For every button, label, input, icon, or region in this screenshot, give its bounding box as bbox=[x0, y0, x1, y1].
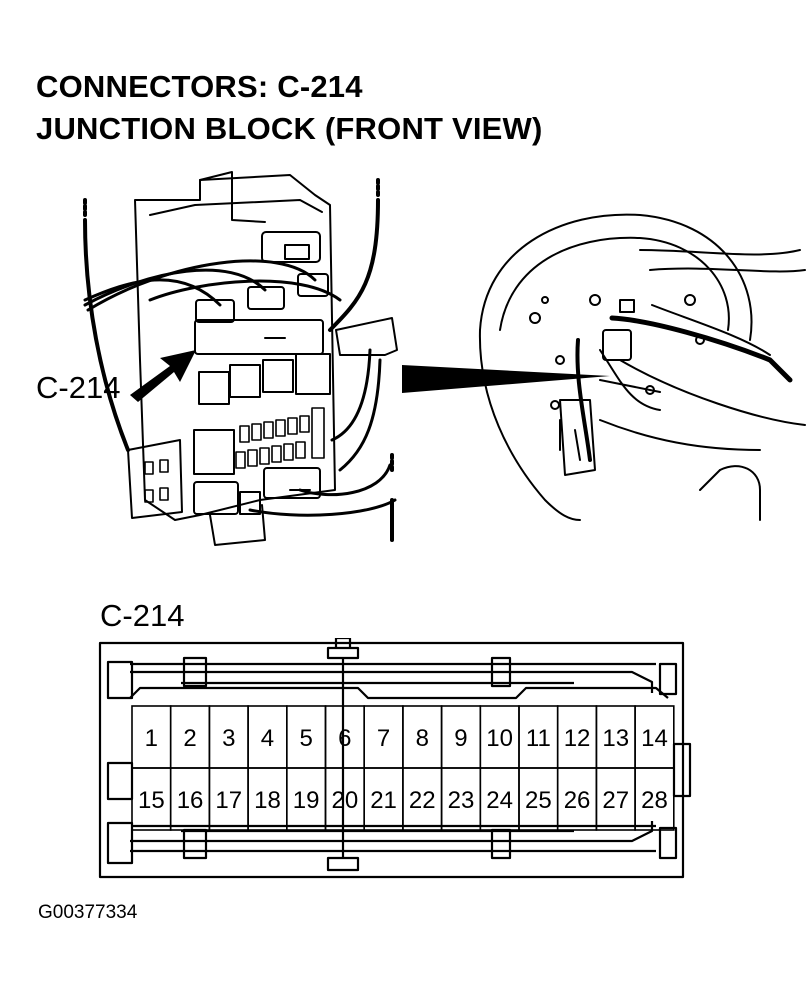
pin-number-21: 21 bbox=[370, 787, 397, 814]
wire-harness-left bbox=[83, 218, 130, 452]
junction-block-top-ridge bbox=[149, 199, 323, 216]
upper-connector-2 bbox=[247, 286, 285, 310]
junction-block-illustration bbox=[83, 171, 806, 546]
pin-cavity-28 bbox=[634, 767, 675, 831]
title-line-connectors: CONNECTORS: C-214 bbox=[36, 69, 363, 104]
wire-harness-right bbox=[328, 198, 380, 332]
relay-1 bbox=[198, 371, 230, 405]
side-plug bbox=[335, 317, 398, 356]
steering-column-bracket bbox=[602, 329, 632, 361]
pin-number-8: 8 bbox=[416, 725, 429, 752]
pin-number-28: 28 bbox=[641, 787, 668, 814]
pin-number-26: 26 bbox=[564, 787, 591, 814]
pin-number-11: 11 bbox=[526, 725, 551, 752]
diagram-title: CONNECTORS: C-214 JUNCTION BLOCK (FRONT … bbox=[36, 66, 543, 150]
fuse-array bbox=[235, 407, 325, 469]
pin-number-27: 27 bbox=[602, 787, 629, 814]
relay-2 bbox=[229, 364, 261, 398]
pin-number-13: 13 bbox=[602, 725, 629, 752]
c214-callout-label: C-214 bbox=[36, 370, 121, 405]
pin-number-6: 6 bbox=[338, 725, 351, 752]
pin-number-7: 7 bbox=[377, 725, 390, 752]
relay-4 bbox=[295, 353, 331, 395]
relay-top bbox=[261, 231, 321, 263]
pin-number-20: 20 bbox=[331, 787, 358, 814]
left-side-connector bbox=[127, 439, 183, 519]
lock-tab-right-bottom bbox=[658, 826, 678, 860]
center-key bbox=[326, 646, 360, 660]
title-line-junction-block: JUNCTION BLOCK (FRONT VIEW) bbox=[36, 111, 543, 146]
lock-tab-right-top bbox=[658, 662, 678, 696]
pin-number-1: 1 bbox=[145, 725, 158, 752]
pin-number-9: 9 bbox=[454, 725, 467, 752]
lock-tab-left-mid bbox=[106, 761, 134, 801]
lock-tab-left-bottom bbox=[106, 821, 134, 865]
pin-number-19: 19 bbox=[293, 787, 320, 814]
image-code-caption: G00377334 bbox=[38, 902, 138, 923]
lock-tab-left-top bbox=[106, 660, 134, 700]
location-pointer-wedge bbox=[402, 365, 610, 393]
steering-wheel-outer bbox=[479, 213, 753, 341]
pin-number-17: 17 bbox=[215, 787, 242, 814]
dashboard-edge bbox=[639, 249, 801, 256]
c214-connector-on-block bbox=[194, 319, 324, 355]
pin-number-3: 3 bbox=[222, 725, 235, 752]
pin-number-16: 16 bbox=[177, 787, 204, 814]
connector-outer-frame bbox=[98, 641, 685, 879]
lower-connector-1 bbox=[193, 481, 239, 515]
pin-number-23: 23 bbox=[448, 787, 475, 814]
pin-number-10: 10 bbox=[486, 725, 513, 752]
pin-number-14: 14 bbox=[641, 725, 668, 752]
pin-number-24: 24 bbox=[486, 787, 513, 814]
pin-number-18: 18 bbox=[254, 787, 281, 814]
pin-number-12: 12 bbox=[564, 725, 591, 752]
pin-number-2: 2 bbox=[183, 725, 196, 752]
relay-5 bbox=[193, 429, 235, 475]
upper-connector-1 bbox=[195, 299, 235, 323]
lower-connector-2 bbox=[263, 467, 321, 499]
pin-number-25: 25 bbox=[525, 787, 552, 814]
pin-number-15: 15 bbox=[138, 787, 165, 814]
pin-number-4: 4 bbox=[261, 725, 274, 752]
connector-pinout-title: C-214 bbox=[100, 598, 185, 633]
steering-wheel-inner bbox=[499, 236, 730, 331]
pin-number-5: 5 bbox=[299, 725, 312, 752]
pin-number-22: 22 bbox=[409, 787, 436, 814]
relay-3 bbox=[262, 359, 294, 393]
c214-callout-arrow bbox=[130, 350, 196, 402]
